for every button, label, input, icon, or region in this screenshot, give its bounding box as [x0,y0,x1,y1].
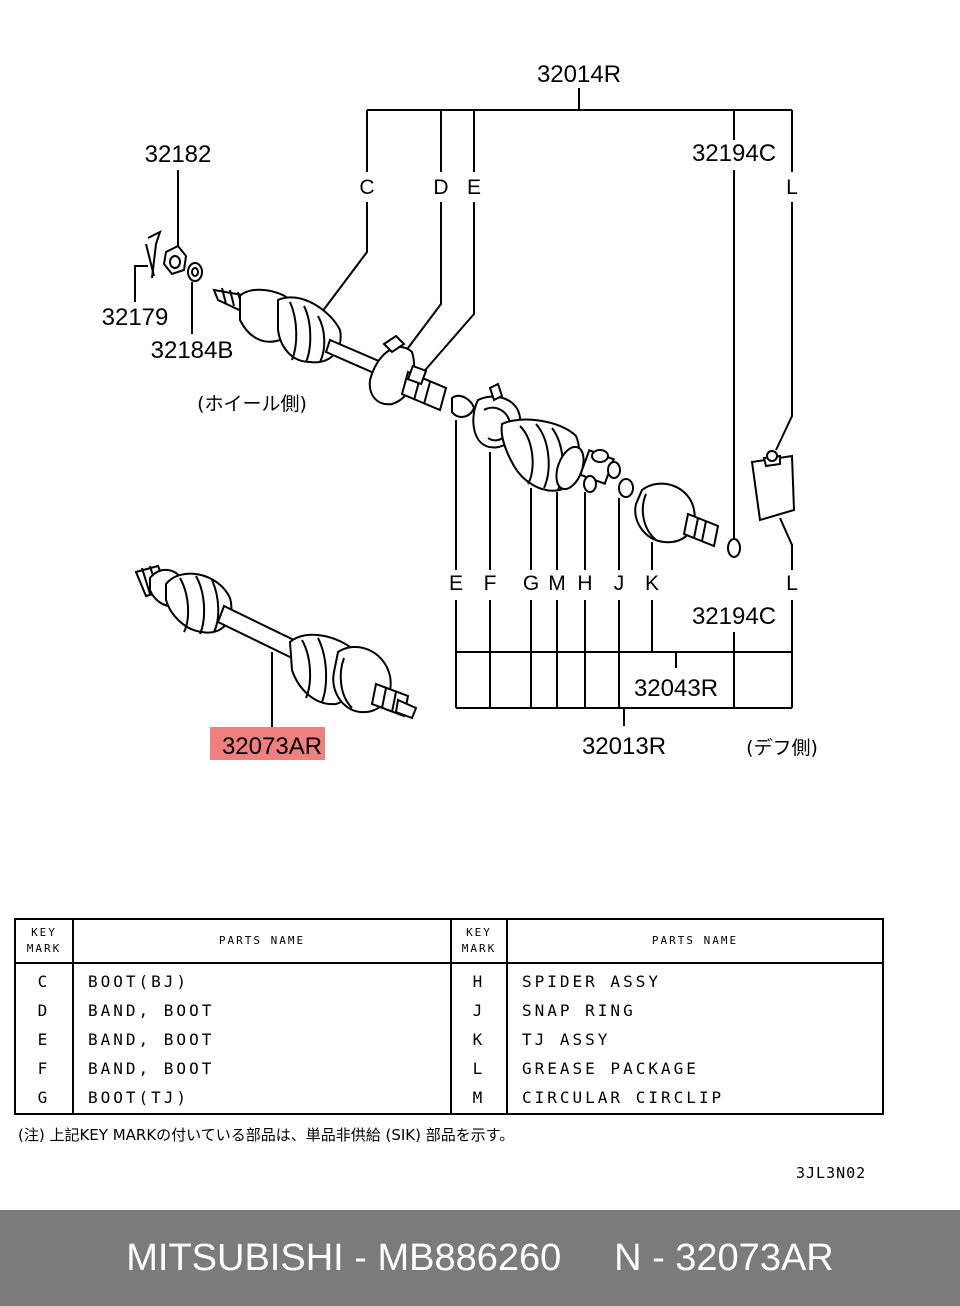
row-key: J [472,1001,486,1020]
row-part-name: SPIDER ASSY [522,972,661,991]
key-mark-k: K [645,572,659,595]
table-row[interactable]: K TJ ASSY [452,1025,882,1054]
assembled-driveshaft [134,564,418,720]
row-part-name: CIRCULAR CIRCLIP [522,1088,725,1107]
row-part-name: BOOT(BJ) [88,972,190,991]
assy-32014R-bracket [366,88,793,172]
row-key: C [37,972,51,991]
drawing-code: 3JL3N02 [796,1164,867,1182]
spider-assy-part [579,449,621,493]
key-mark-g: G [523,572,539,595]
callout-32194C-top: 32194C [692,140,776,167]
header-parts-name-left: PARTS NAME [218,934,306,947]
footer-bar: MITSUBISHI - MB886260 N - 32073AR [0,1210,960,1306]
key-mark-d: D [433,176,448,199]
row-part-name: BOOT(TJ) [88,1088,190,1107]
key-mark-e: E [467,176,481,199]
table-row[interactable]: H SPIDER ASSY [452,967,882,996]
callout-32073AR[interactable]: 32073AR [222,733,322,760]
header-key: KEY [31,926,57,939]
callout-32179: 32179 [102,304,169,331]
table-divider [72,920,74,1113]
table-row[interactable]: M CIRCULAR CIRCLIP [452,1083,882,1112]
leader-c [321,202,368,313]
table-row[interactable]: J SNAP RING [452,996,882,1025]
callout-32013R: 32013R [582,733,666,760]
key-mark-f: F [484,572,497,595]
wheel-side-label: (ホイール側) [197,393,307,415]
row-part-name: TJ ASSY [522,1030,611,1049]
table-row[interactable]: E BAND, BOOT [16,1025,450,1054]
row-key: F [37,1059,51,1078]
header-mark: MARK [461,942,497,955]
cotter-pin-part [145,230,162,279]
callout-32184B: 32184B [151,337,234,364]
key-mark-l-bottom: L [786,572,798,595]
row-key: M [472,1088,486,1107]
kit-brackets [455,600,793,726]
exploded-parts-diagram: 32014R C D E L 32194C 32182 32179 32184B… [102,61,818,760]
exploded-driveshaft [212,287,796,558]
leader-e [419,202,475,377]
row-key: E [37,1030,51,1049]
table-divider [506,920,508,1113]
row-part-name: GREASE PACKAGE [522,1059,699,1078]
callout-32014R: 32014R [537,61,621,88]
header-key: KEY [466,926,492,939]
leader-d [404,202,442,353]
table-row[interactable]: D BAND, BOOT [16,996,450,1025]
nut-part [162,244,188,276]
header-parts-name-right: PARTS NAME [651,934,739,947]
table-divider [450,920,452,1113]
key-mark-c: C [359,176,374,199]
snap-ring-part [618,478,634,498]
key-mark-h: H [577,572,592,595]
header-key-mark-right: KEY MARK [452,920,506,962]
table-row[interactable]: F BAND, BOOT [16,1054,450,1083]
key-mark-e-bottom: E [449,572,463,595]
highlight-box [210,727,325,760]
table-row[interactable]: L GREASE PACKAGE [452,1054,882,1083]
table-header-divider [16,962,882,964]
footer-part-info: MITSUBISHI - MB886260 N - 32073AR [126,1236,834,1279]
row-key: L [472,1059,486,1078]
grease-washer-part [727,538,741,558]
key-mark-j: J [614,572,625,595]
table-row[interactable]: G BOOT(TJ) [16,1083,450,1112]
washer-part [187,262,203,282]
row-key: K [472,1030,486,1049]
table-row[interactable]: C BOOT(BJ) [16,967,450,996]
diff-side-label: (デフ側) [746,737,818,759]
row-key: D [37,1001,51,1020]
leader-l-top [775,202,793,451]
row-part-name: SNAP RING [522,1001,636,1020]
header-mark: MARK [26,942,62,955]
row-part-name: BAND, BOOT [88,1030,215,1049]
key-mark-m: M [548,572,566,595]
row-key: H [472,972,486,991]
callout-32043R: 32043R [634,675,718,702]
footnote: (注) 上記KEY MARKの付いている部品は、単品非供給 (SIK) 部品を示… [18,1126,515,1144]
bottom-key-leaders [455,420,793,570]
callout-32182: 32182 [145,141,212,168]
key-mark-l: L [786,176,798,199]
row-part-name: BAND, BOOT [88,1059,215,1078]
row-part-name: BAND, BOOT [88,1001,215,1020]
callout-32194C-bottom: 32194C [692,603,776,630]
header-key-mark-left: KEY MARK [16,920,72,962]
row-key: G [37,1088,51,1107]
grease-package-part [750,450,796,522]
parts-table: KEY MARK PARTS NAME KEY MARK PARTS NAME C … [14,918,884,1115]
